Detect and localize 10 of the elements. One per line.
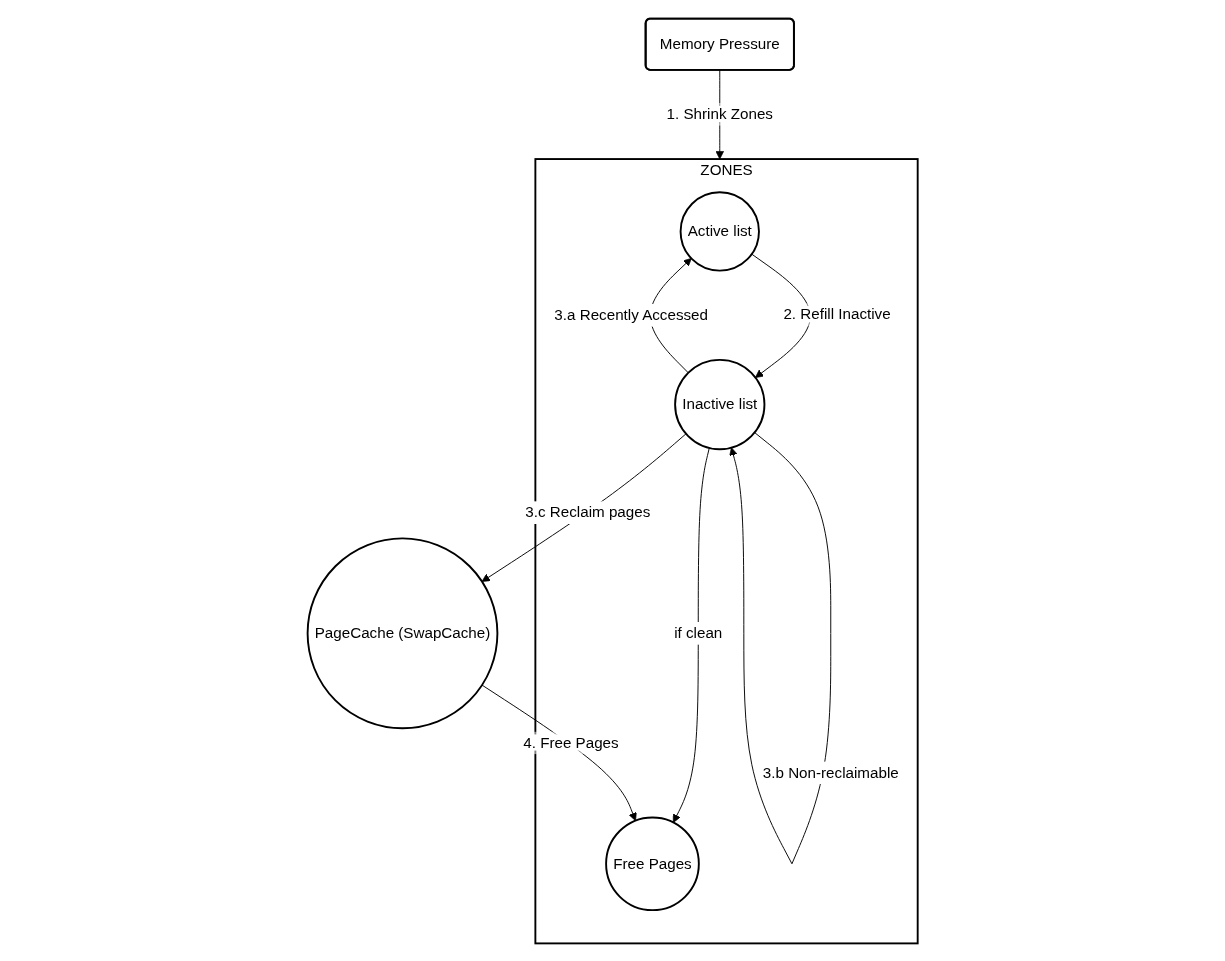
edge-label: 3.a Recently Accessed — [554, 306, 708, 323]
node-circle: Inactive list — [674, 358, 766, 450]
node-circle: Active list — [679, 190, 760, 272]
edge-label: 2. Refill Inactive — [783, 305, 891, 322]
edge-label: 4. Free Pages — [523, 733, 619, 751]
edge-label: 1. Shrink Zones — [666, 105, 773, 122]
edge-label: if clean — [674, 624, 723, 641]
node-circle: Free Pages — [605, 815, 700, 911]
node-circle: PageCache (SwapCache) — [306, 536, 499, 729]
edge-label: 3.b Non-reclaimable — [762, 763, 899, 780]
